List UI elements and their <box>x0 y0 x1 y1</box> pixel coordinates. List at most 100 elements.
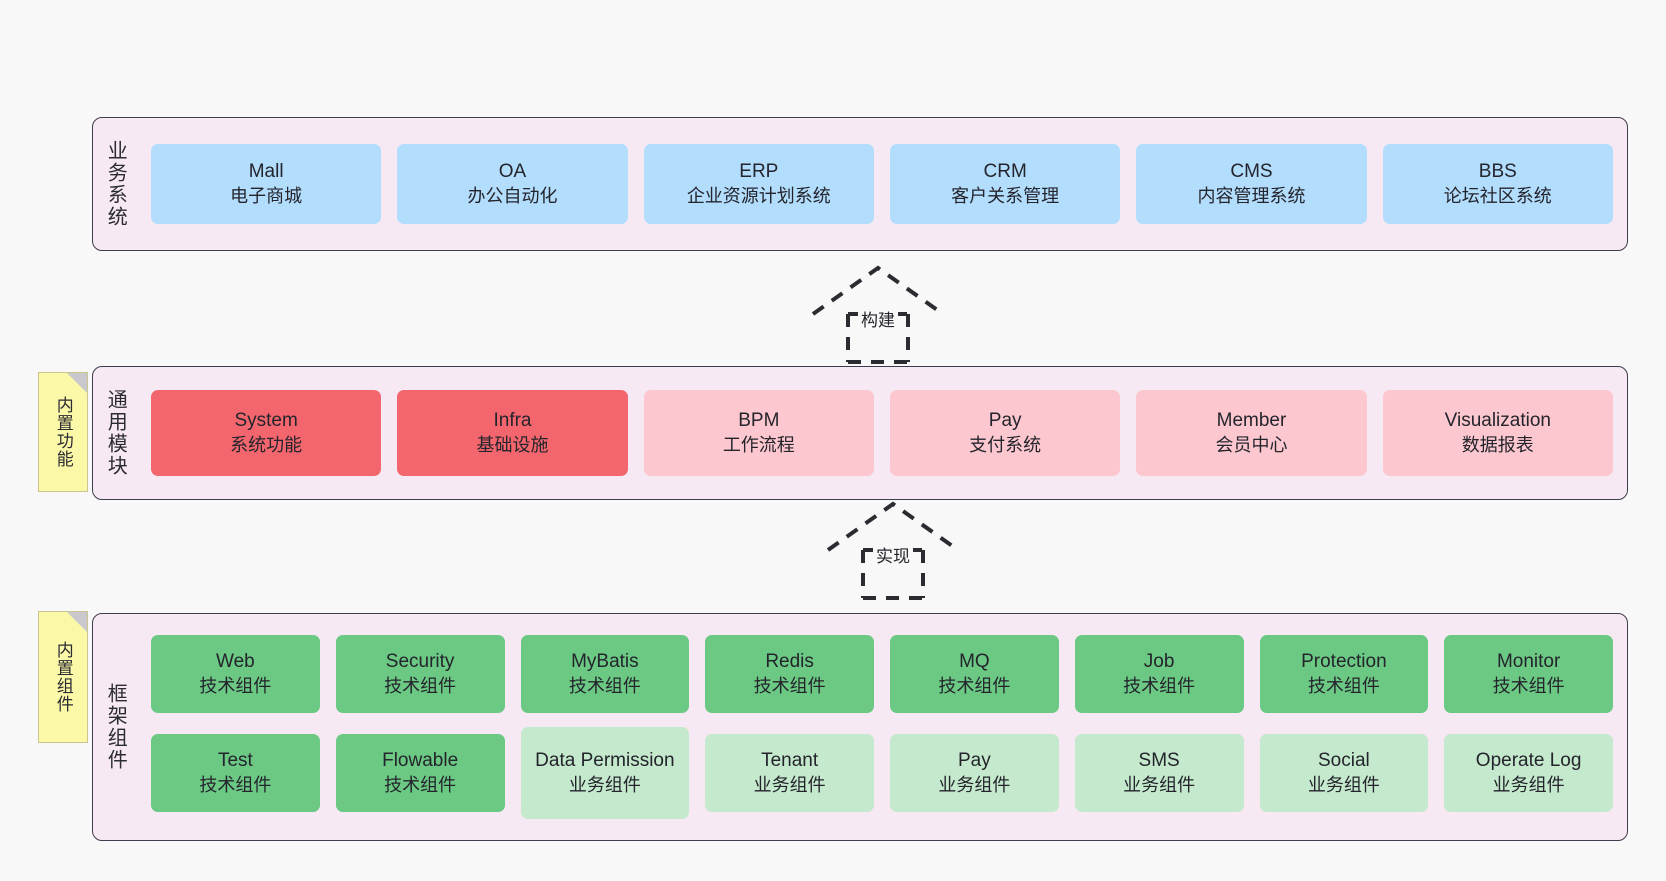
layer-body-business-system: Mall 电子商城 OA 办公自动化 ERP 企业资源计划系统 CRM 客户关系… <box>137 118 1627 250</box>
framework-row-business: Test 技术组件 Flowable 技术组件 Data Permission … <box>151 727 1613 819</box>
node-subtitle: 电子商城 <box>230 185 303 206</box>
node-title: Data Permission <box>535 750 675 772</box>
connector-label: 构建 <box>858 306 898 331</box>
node-subtitle: 客户关系管理 <box>951 185 1060 206</box>
node-title: Infra <box>493 410 532 432</box>
node-cms[interactable]: CMS 内容管理系统 <box>1136 144 1367 224</box>
layer-common-module: 通用模块 System 系统功能 Infra 基础设施 BPM 工作流程 Pay… <box>92 366 1628 500</box>
node-subtitle: 技术组件 <box>199 774 272 795</box>
node-redis[interactable]: Redis 技术组件 <box>705 635 874 713</box>
node-subtitle: 技术组件 <box>1307 675 1380 696</box>
node-title: MQ <box>959 651 990 673</box>
sticky-note-builtin-component: 内置组件 <box>38 611 88 743</box>
node-title: Web <box>216 651 255 673</box>
node-title: OA <box>498 161 527 183</box>
node-bpm[interactable]: BPM 工作流程 <box>643 390 874 476</box>
node-subtitle: 业务组件 <box>938 774 1011 795</box>
node-subtitle: 数据报表 <box>1461 434 1534 455</box>
realization-arrow-icon <box>811 265 945 364</box>
node-title: BPM <box>738 410 780 432</box>
node-subtitle: 技术组件 <box>753 675 826 696</box>
node-bbs[interactable]: BBS 论坛社区系统 <box>1382 144 1613 224</box>
node-visualization[interactable]: Visualization 数据报表 <box>1382 390 1613 476</box>
node-title: Pay <box>988 410 1022 432</box>
node-subtitle: 内容管理系统 <box>1197 185 1306 206</box>
node-subtitle: 会员中心 <box>1215 434 1288 455</box>
node-crm[interactable]: CRM 客户关系管理 <box>889 144 1121 224</box>
node-oa[interactable]: OA 办公自动化 <box>397 144 628 224</box>
node-infra[interactable]: Infra 基础设施 <box>397 390 628 476</box>
connector-label: 实现 <box>873 542 913 567</box>
node-subtitle: 业务组件 <box>1307 774 1380 795</box>
node-web[interactable]: Web 技术组件 <box>151 635 320 713</box>
node-subtitle: 支付系统 <box>969 434 1042 455</box>
node-subtitle: 工作流程 <box>722 434 795 455</box>
node-title: Mall <box>248 161 284 183</box>
node-mybatis[interactable]: MyBatis 技术组件 <box>520 635 690 713</box>
node-system[interactable]: System 系统功能 <box>151 390 382 476</box>
node-mq[interactable]: MQ 技术组件 <box>890 635 1059 713</box>
node-title: Tenant <box>761 750 819 772</box>
node-operate-log[interactable]: Operate Log 业务组件 <box>1444 734 1613 812</box>
node-title: Member <box>1216 410 1287 432</box>
node-job[interactable]: Job 技术组件 <box>1074 635 1244 713</box>
node-subtitle: 技术组件 <box>384 774 457 795</box>
node-social[interactable]: Social 业务组件 <box>1259 734 1429 812</box>
realization-arrow-icon <box>826 501 960 600</box>
node-subtitle: 技术组件 <box>199 675 272 696</box>
node-subtitle: 业务组件 <box>568 774 641 795</box>
node-mall[interactable]: Mall 电子商城 <box>151 144 382 224</box>
node-title: Protection <box>1301 651 1387 673</box>
folded-corner-icon <box>67 373 87 393</box>
layer-body-framework-component: Web 技术组件 Security 技术组件 MyBatis 技术组件 Redi… <box>137 614 1627 840</box>
folded-corner-icon <box>67 612 87 632</box>
node-title: Visualization <box>1444 410 1551 432</box>
node-title: CMS <box>1230 161 1273 183</box>
layer-business-system: 业务系统 Mall 电子商城 OA 办公自动化 ERP 企业资源计划系统 CRM… <box>92 117 1628 251</box>
node-title: Security <box>385 651 455 673</box>
node-subtitle: 基础设施 <box>476 434 549 455</box>
node-member[interactable]: Member 会员中心 <box>1136 390 1367 476</box>
node-title: Social <box>1318 750 1370 772</box>
node-subtitle: 技术组件 <box>1123 675 1196 696</box>
node-pay[interactable]: Pay 支付系统 <box>889 390 1121 476</box>
node-security[interactable]: Security 技术组件 <box>335 635 505 713</box>
layer-body-common-module: System 系统功能 Infra 基础设施 BPM 工作流程 Pay 支付系统… <box>137 367 1627 499</box>
node-title: CRM <box>983 161 1027 183</box>
node-title: ERP <box>739 161 779 183</box>
node-tenant[interactable]: Tenant 业务组件 <box>705 734 874 812</box>
node-pay-component[interactable]: Pay 业务组件 <box>890 734 1059 812</box>
node-subtitle: 技术组件 <box>938 675 1011 696</box>
sticky-note-builtin-function: 内置功能 <box>38 372 88 492</box>
node-subtitle: 论坛社区系统 <box>1443 185 1552 206</box>
sticky-note-label: 内置组件 <box>53 641 73 713</box>
layer-title-business-system: 业务系统 <box>104 140 127 228</box>
connector-implement: 实现 <box>808 498 978 600</box>
node-title: SMS <box>1138 750 1180 772</box>
layer-title-framework-component: 框架组件 <box>104 683 127 771</box>
node-title: Flowable <box>382 750 459 772</box>
node-title: Job <box>1143 651 1175 673</box>
connector-build: 构建 <box>793 262 963 364</box>
node-test[interactable]: Test 技术组件 <box>151 734 320 812</box>
node-title: System <box>234 410 298 432</box>
layer-framework-component: 框架组件 Web 技术组件 Security 技术组件 MyBatis 技术组件… <box>92 613 1628 841</box>
node-title: Pay <box>958 750 991 772</box>
node-protection[interactable]: Protection 技术组件 <box>1259 635 1429 713</box>
node-subtitle: 企业资源计划系统 <box>686 185 831 206</box>
node-sms[interactable]: SMS 业务组件 <box>1074 734 1244 812</box>
node-title: MyBatis <box>571 651 639 673</box>
node-title: Test <box>217 750 253 772</box>
node-title: Monitor <box>1496 651 1561 673</box>
node-subtitle: 业务组件 <box>1492 774 1565 795</box>
node-subtitle: 业务组件 <box>1123 774 1196 795</box>
node-monitor[interactable]: Monitor 技术组件 <box>1444 635 1613 713</box>
node-erp[interactable]: ERP 企业资源计划系统 <box>643 144 874 224</box>
node-subtitle: 办公自动化 <box>467 185 558 206</box>
layer-title-common-module: 通用模块 <box>104 389 127 477</box>
sticky-note-label: 内置功能 <box>53 396 73 468</box>
node-flowable[interactable]: Flowable 技术组件 <box>335 734 505 812</box>
node-subtitle: 技术组件 <box>568 675 641 696</box>
node-title: BBS <box>1478 161 1517 183</box>
node-data-permission[interactable]: Data Permission 业务组件 <box>520 727 690 819</box>
